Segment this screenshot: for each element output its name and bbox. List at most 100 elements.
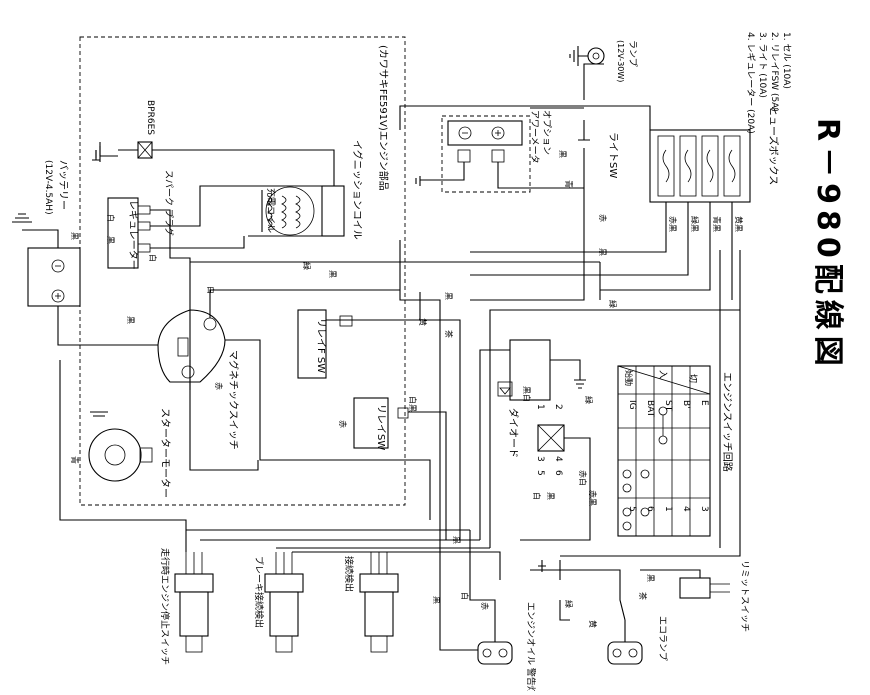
option-label: オプション xyxy=(541,110,552,155)
wire-color-label: 赤 xyxy=(338,420,347,428)
engine-oil-label: エンジンオイル 警告灯 xyxy=(525,602,537,691)
wire-harness xyxy=(57,63,741,651)
eco-lamp xyxy=(607,620,643,665)
option-box xyxy=(441,115,531,193)
diode-pin: 5 xyxy=(535,470,545,476)
wire-color-label: 白 xyxy=(148,254,158,262)
ignition-coil-label: イグニッションコイル xyxy=(351,140,364,240)
battery xyxy=(27,247,81,307)
wire-color-label: 黒 xyxy=(432,596,441,604)
engine-oil-lamp xyxy=(477,620,513,665)
fuse-list-item: 2. リレイFSW (5A) xyxy=(769,32,779,112)
starter-motor-label: スターターモーター xyxy=(159,408,171,498)
diode-pin: 2 xyxy=(553,404,563,410)
switch-header: 入 xyxy=(657,370,668,379)
diode-pin: 1 xyxy=(535,404,545,410)
light-switch xyxy=(578,120,590,170)
charge-coil-label: 充電コイル xyxy=(265,188,277,233)
wire-color-label: 赤黒 xyxy=(668,216,677,232)
lamp-label: ランプ xyxy=(627,40,638,67)
diode-pin-color: 黒白 xyxy=(522,386,532,402)
wire-color-label: 黒 xyxy=(444,292,453,300)
diode-pin-color: 黒 xyxy=(546,492,555,500)
ground-symbols xyxy=(90,150,586,572)
battery-spec: (12V-4.5AH) xyxy=(43,160,53,215)
light-sw-label: ライトSW xyxy=(607,132,619,178)
diode-label: ダイオード xyxy=(507,408,520,458)
switch-header: 切 xyxy=(687,374,698,383)
magnetic-switch-label: マグネチックスイッチ xyxy=(227,350,240,450)
wire-color-label: 緑 xyxy=(608,300,618,308)
wire-color-labels: 黒黒白赤緑青黒黄茶白黒赤黒緑黒青赤黒緑黒青黒黄黒黒白赤緑黄黒茶黒白黒白黒赤 xyxy=(70,150,744,628)
switch-header: 始動 xyxy=(624,370,634,386)
wire-color-label: 黒 xyxy=(452,536,461,544)
switch-col-num: 6 xyxy=(645,506,655,512)
switch-col-label: E xyxy=(699,400,709,406)
diode-pin: 4 xyxy=(553,456,563,462)
brake-label: ブレーキ接続検出 xyxy=(253,556,265,628)
switch-col-label: BAT xyxy=(645,400,655,418)
wire-color-label: 黄 xyxy=(418,318,428,326)
wire-color-label: 青黒 xyxy=(712,216,722,232)
wire-color-label: 黒 xyxy=(598,248,607,256)
relay-sw-label: リレイSW xyxy=(375,404,386,450)
wire-color-label: 赤 xyxy=(480,602,489,610)
engine-parts-label: (カワサキFE591V)エンジン部品 xyxy=(377,45,390,191)
fuse-list-item: 3. ライト (10A) xyxy=(757,32,768,98)
regulator xyxy=(107,197,151,269)
fuse-box xyxy=(649,129,751,203)
wire-color-label: 黒 xyxy=(126,316,135,324)
wire-color-label: 緑 xyxy=(564,600,574,608)
wire-color-label: 白 xyxy=(106,214,116,222)
wire-color-label: 白 xyxy=(206,286,216,294)
battery-label: バッテリー xyxy=(57,160,69,210)
limit-switch-label: リミットスイッチ xyxy=(739,560,750,632)
spark-plug xyxy=(95,141,170,162)
lamp xyxy=(569,46,605,66)
switch-col-num: 4 xyxy=(681,506,691,512)
fuse-list: 1. セル (10A)2. リレイFSW (5A)3. ライト (10A)4. … xyxy=(745,32,792,134)
diode-pin: 6 xyxy=(553,470,563,476)
relay-f-sw-label: リレイF SW xyxy=(315,318,326,373)
switch-col-label: ST xyxy=(663,400,673,412)
fuse-box-label: ヒューズボックス xyxy=(767,106,780,185)
wire-color-label: 青 xyxy=(564,180,574,188)
lamp-spec: (12V-30W) xyxy=(616,40,625,82)
relay-f-sw xyxy=(297,309,353,379)
wire-color-label: 緑黒 xyxy=(690,216,700,232)
engine-switch-table xyxy=(617,365,711,537)
wire-color-label: 黄黒 xyxy=(734,216,744,232)
engine-switch-label: エンジンスイッチ回路 xyxy=(721,372,734,472)
connector-detect xyxy=(359,552,399,653)
diode-pin-color: 赤白 xyxy=(578,470,588,486)
starter-motor xyxy=(88,428,153,482)
wire-color-label: 緑 xyxy=(302,262,312,270)
switch-col-num: 3 xyxy=(699,506,709,512)
connector-brake xyxy=(264,552,304,653)
eco-lamp-label: エコランプ xyxy=(657,616,668,661)
wire-color-label: 赤 xyxy=(214,382,223,390)
spark-plug-label: スパーク プラグ xyxy=(163,170,175,236)
regulator-label: レギュレーター xyxy=(127,200,139,270)
wire-color-label: 黒 xyxy=(558,150,567,158)
wire-color-label: 黒 xyxy=(70,232,79,240)
wire-color-label: 黄 xyxy=(588,620,598,628)
wire-color-label: 茶 xyxy=(444,330,454,338)
diagram-title: R－980配線図 xyxy=(810,118,845,372)
relay-sw xyxy=(353,397,409,449)
detect-label: 接続検出 xyxy=(343,556,355,592)
wire-color-label: 白黒 xyxy=(408,396,418,412)
wire-color-label: 青 xyxy=(70,456,80,464)
magnetic-switch xyxy=(157,309,226,383)
diode-pin-color: 緑 xyxy=(584,396,594,404)
switch-col-num: 5 xyxy=(627,506,637,512)
diode-pin-color: 白 xyxy=(532,492,542,500)
wire-color-label: 赤 xyxy=(598,214,607,222)
wire-color-label: 白 xyxy=(460,592,470,600)
connector-engine-stop xyxy=(174,552,214,653)
wire-color-label: 茶 xyxy=(638,592,648,600)
switch-col-label: IG xyxy=(627,400,637,410)
